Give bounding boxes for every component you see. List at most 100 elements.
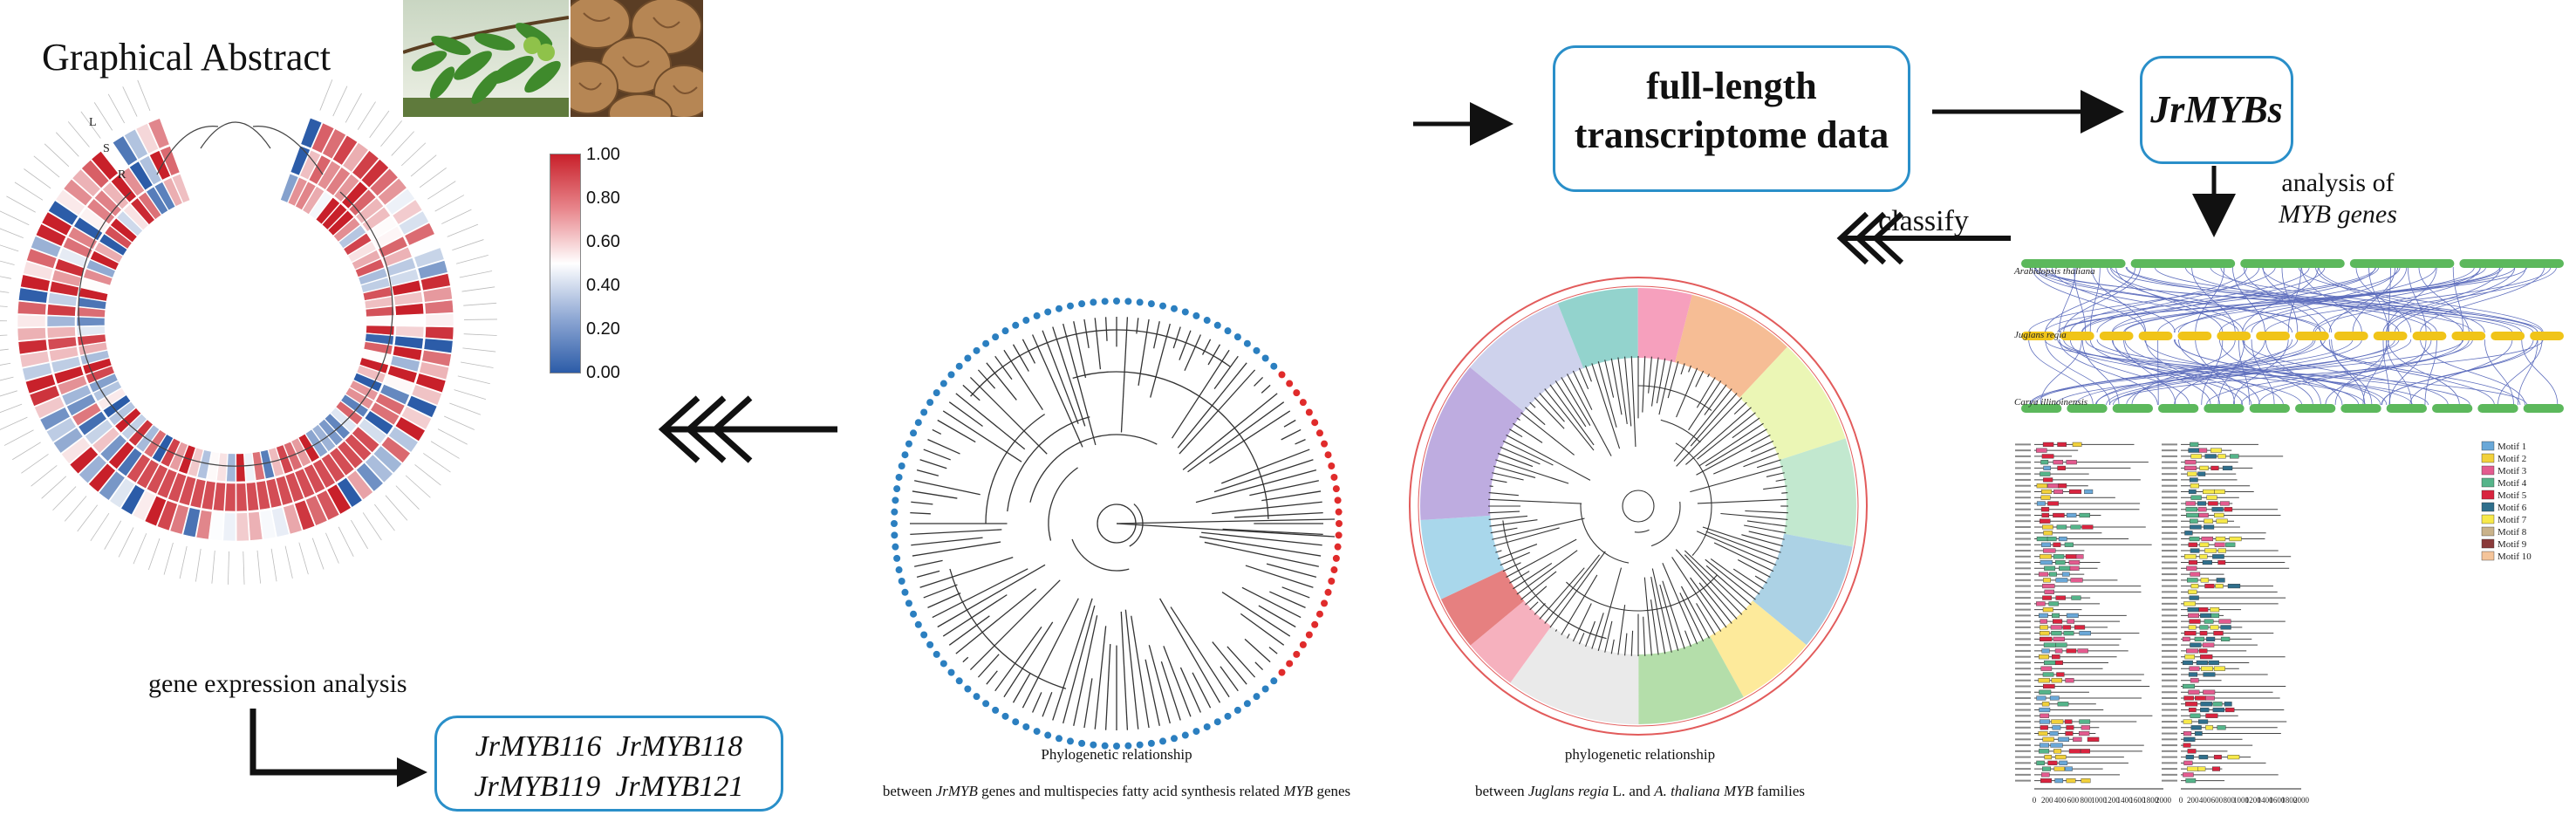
gene-id-label: [2162, 620, 2177, 623]
heatmap-cell: [123, 128, 148, 160]
heatmap-cell: [351, 250, 381, 271]
tree1-branches: [910, 317, 1336, 730]
motif-box: [2205, 713, 2218, 718]
motif-box: [2208, 660, 2219, 666]
motif-box: [2216, 578, 2225, 583]
gene-id-label: [2015, 538, 2031, 540]
heatmap-cell: [97, 387, 126, 410]
gene-id-label: [2015, 526, 2031, 528]
heatmap-cell: [110, 174, 137, 203]
motif-box: [2036, 501, 2046, 506]
motif-box: [2194, 730, 2203, 736]
gene-label-tick: [463, 319, 497, 320]
motif-box: [2229, 536, 2242, 542]
motif-box: [2190, 713, 2201, 718]
walnuts-photo: [571, 0, 703, 117]
chromosome-bar: [2373, 332, 2408, 340]
gene-id-label: [2015, 732, 2031, 735]
heatmap-cell: [365, 305, 395, 318]
motif-axis-label: 200: [2041, 796, 2053, 805]
gene-id-label: [2015, 691, 2031, 694]
gene-label-tick: [332, 86, 348, 117]
gene-id-label: [2162, 673, 2177, 675]
gene-id-label: [2015, 478, 2031, 481]
motif-box: [2038, 613, 2048, 618]
heatmap-cell: [137, 191, 162, 220]
motif-box: [2206, 636, 2216, 641]
motif-box: [2186, 578, 2198, 583]
gene-id-label: [2015, 655, 2031, 658]
motif-box: [2068, 489, 2082, 495]
motif-box: [2200, 578, 2210, 583]
motif-box: [2042, 584, 2055, 589]
gene-id-label: [2015, 756, 2031, 758]
tree1-leaf-dot: [905, 440, 912, 448]
heatmap-cell: [367, 216, 398, 241]
gene-id-label: [2015, 750, 2031, 752]
heatmap-cell: [425, 326, 454, 340]
gene-id-label: [2015, 661, 2031, 664]
motif-box: [2070, 578, 2083, 583]
gene-label-tick: [452, 239, 484, 251]
gene-label-tick: [434, 195, 465, 212]
tree1-leaf-dot: [1078, 300, 1086, 308]
heatmap-cell: [391, 279, 422, 297]
motif-box: [2040, 666, 2053, 671]
gene-id-label: [2162, 738, 2177, 741]
motif-box: [2066, 613, 2079, 618]
motif-box: [2055, 595, 2066, 600]
motif-box: [2211, 766, 2221, 771]
elbow-arrow: [249, 709, 401, 776]
heatmap-cell: [146, 186, 169, 216]
gene-label-tick: [400, 142, 427, 167]
gene-label-tick: [362, 512, 382, 541]
motif-box: [2042, 595, 2052, 600]
gene-label-tick: [133, 533, 147, 565]
tree1-leaf-dot: [895, 473, 903, 481]
heatmap-cell: [360, 158, 390, 188]
motif-box: [2188, 542, 2197, 547]
heatmap-cell: [120, 413, 147, 441]
chromosome-bar: [2158, 404, 2199, 413]
motif-box: [2039, 707, 2051, 713]
heatmap-cell: [379, 383, 410, 406]
motif-box: [2057, 442, 2067, 447]
motif-box: [2190, 725, 2202, 730]
graphical-abstract-title: Graphical Abstract: [42, 36, 331, 79]
gene-label-tick: [122, 86, 138, 117]
heatmap-cell: [55, 188, 85, 216]
gene-label-tick: [457, 375, 490, 385]
heatmap-cell: [101, 142, 128, 174]
heatmap-cell: [168, 441, 188, 471]
tree1-leaf-dot: [1181, 308, 1189, 316]
heatmap-cell: [201, 480, 216, 510]
heatmap-cell: [344, 433, 372, 462]
tree1-leaf-dot: [901, 451, 909, 459]
motif-box: [2220, 625, 2231, 630]
motif-box: [2054, 755, 2067, 760]
heatmap-cell: [342, 141, 369, 173]
heatmap-cell: [294, 468, 316, 499]
motif-box: [2036, 448, 2047, 453]
motif-legend-swatch: [2481, 441, 2495, 451]
tree2-clade-band: [1420, 515, 1505, 599]
motif-legend-label: Motif 3: [2497, 466, 2527, 476]
gene-label-tick: [147, 538, 161, 571]
gene-id-label: [2015, 768, 2031, 771]
heatmap-cell: [295, 181, 317, 211]
motif-box: [2079, 631, 2091, 636]
motif-box: [2046, 536, 2057, 542]
heatmap-cell: [81, 159, 110, 189]
tree1-leaf-dot: [1261, 685, 1269, 693]
gene-label-tick: [462, 347, 496, 353]
tree1-leaf-dot: [1311, 620, 1319, 628]
heatmap-cell: [421, 349, 452, 367]
heatmap-cell: [76, 316, 106, 326]
heatmap-cell: [189, 478, 207, 509]
heatmap-cell: [370, 401, 400, 426]
gene-id-label: [2015, 762, 2031, 764]
gene-label-tick: [270, 548, 277, 582]
gene-id-label: [2015, 649, 2031, 652]
heatmap-cell: [35, 223, 67, 247]
